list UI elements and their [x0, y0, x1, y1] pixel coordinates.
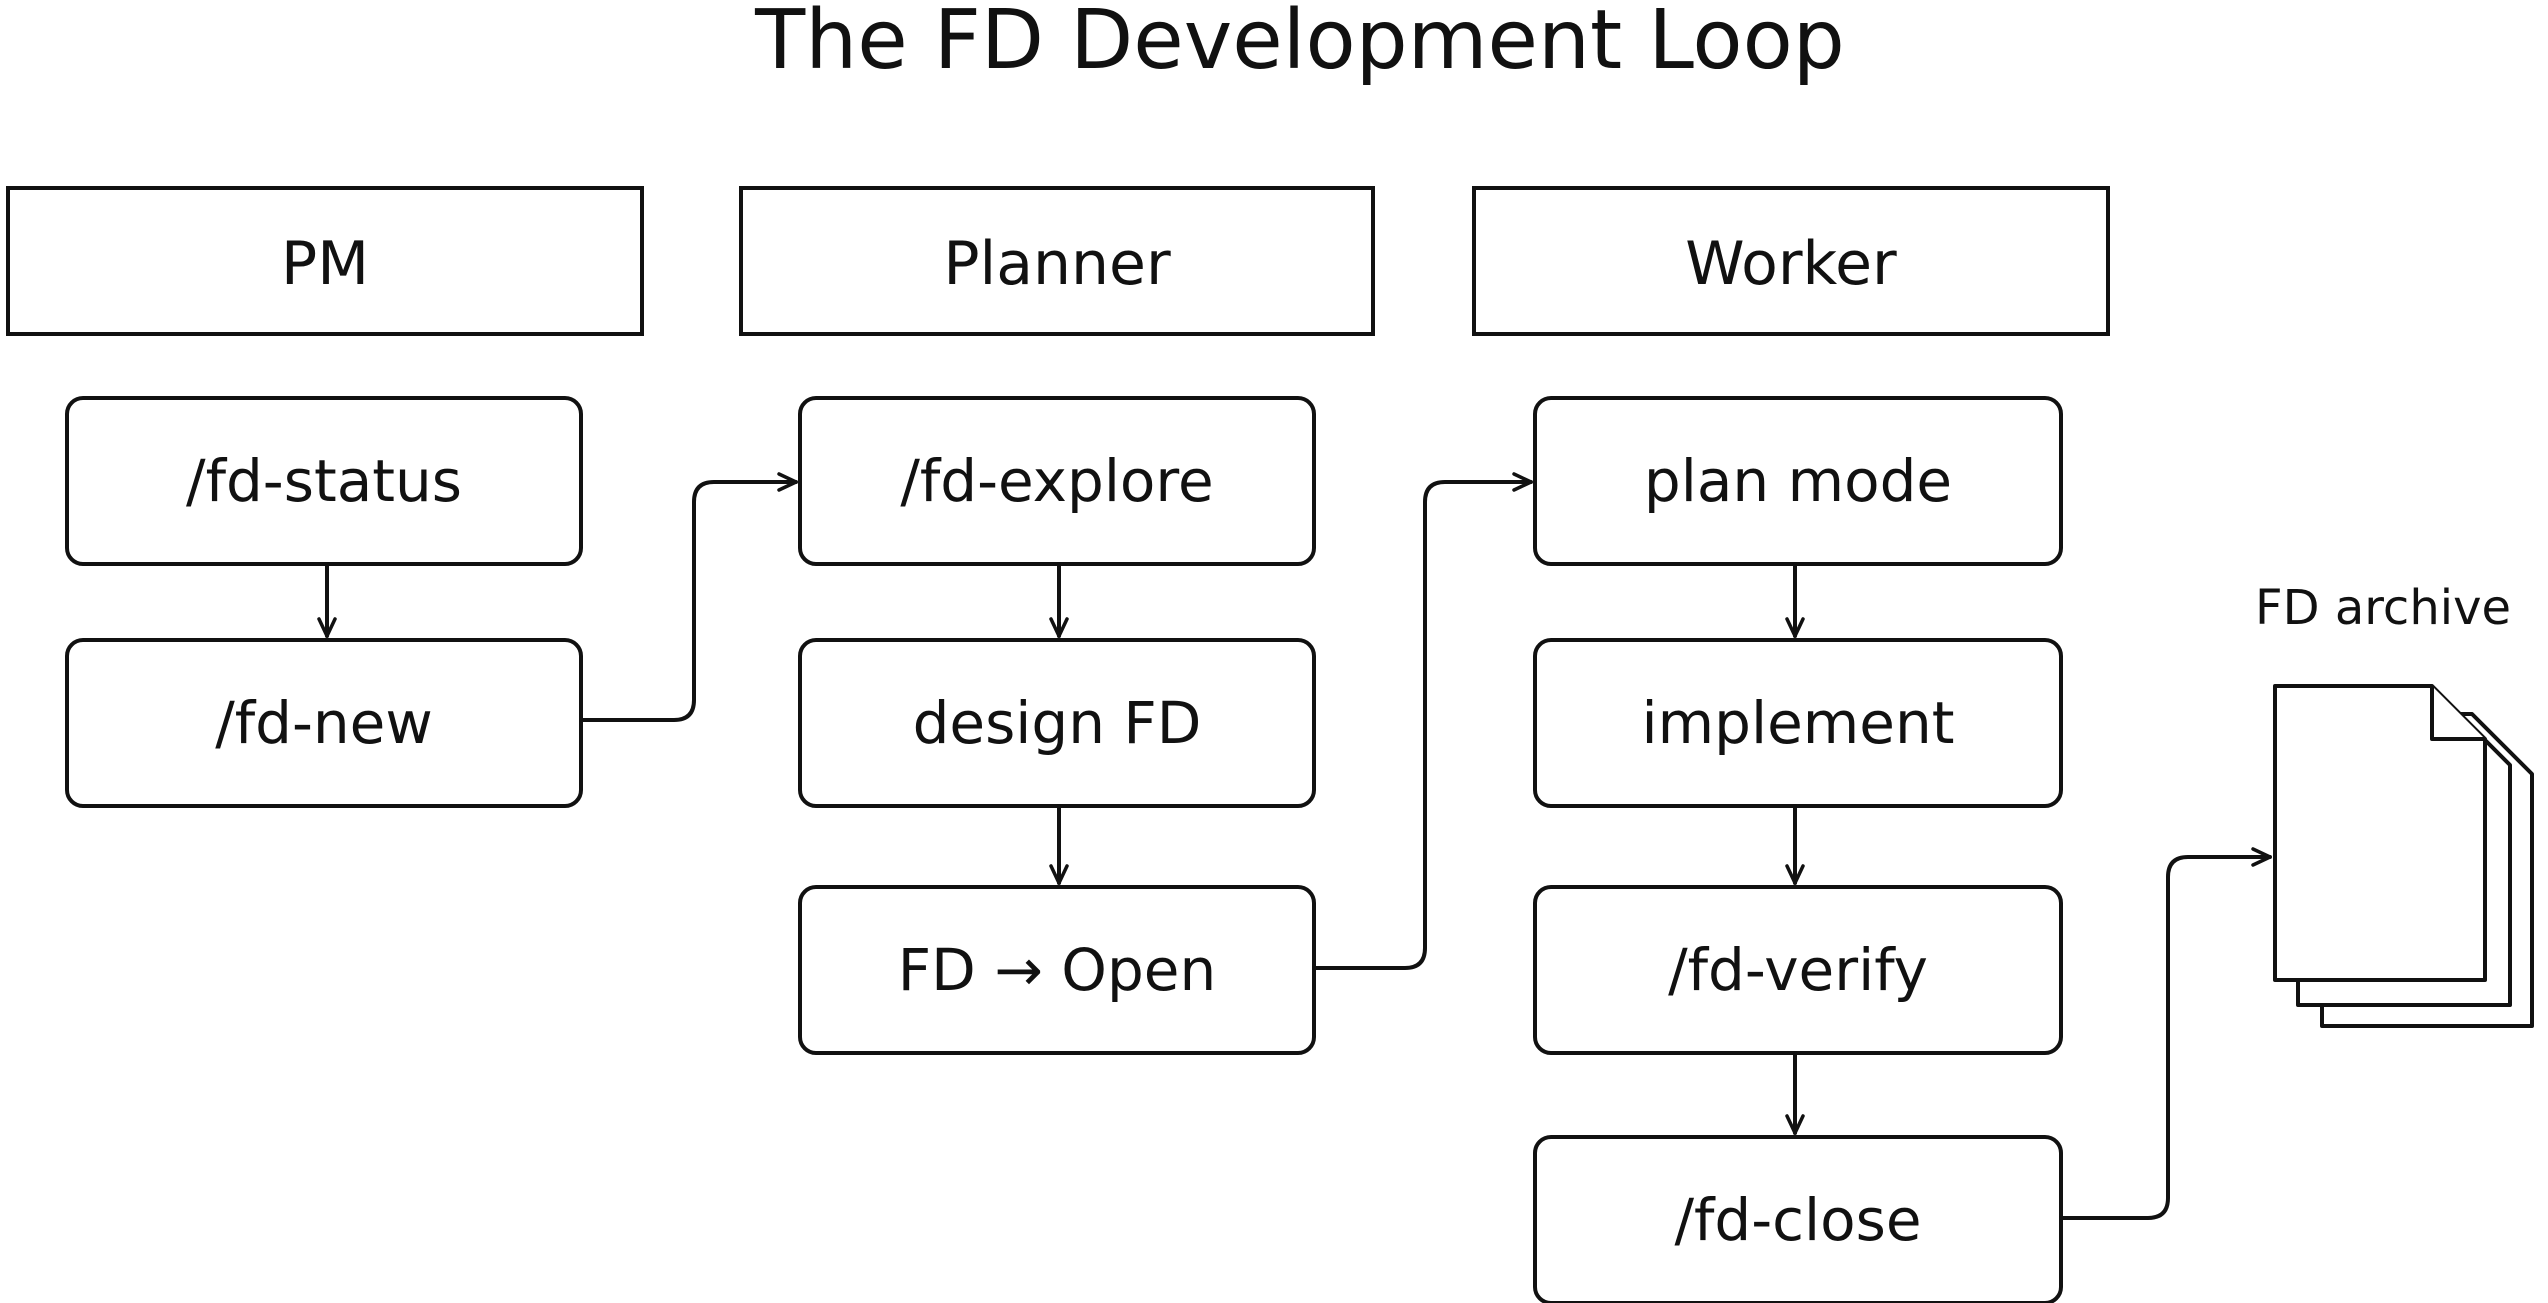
archive-document-front — [2273, 684, 2487, 982]
step-design-fd: design FD — [798, 638, 1316, 808]
stacked-documents-icon — [2273, 684, 2534, 1028]
step-implement: implement — [1533, 638, 2063, 808]
archive-label: FD archive — [2255, 580, 2511, 636]
step-fd-close-label: /fd-close — [1674, 1186, 1921, 1254]
step-fd-verify-label: /fd-verify — [1668, 936, 1928, 1004]
lane-header-worker: Worker — [1472, 186, 2110, 336]
step-design-fd-label: design FD — [913, 689, 1202, 757]
arrow-fd-new-to-fd-explore — [579, 482, 798, 722]
lane-header-planner-label: Planner — [943, 229, 1171, 299]
arrow-fd-open-to-plan-mode — [1312, 482, 1533, 970]
step-fd-open-label: FD → Open — [898, 936, 1216, 1004]
step-fd-explore: /fd-explore — [798, 396, 1316, 566]
step-fd-status-label: /fd-status — [186, 447, 462, 515]
step-plan-mode-label: plan mode — [1644, 447, 1952, 515]
arrow-fd-close-to-archive — [2059, 857, 2272, 1220]
diagram-title: The FD Development Loop — [754, 0, 1845, 88]
step-fd-close: /fd-close — [1533, 1135, 2063, 1303]
lane-header-planner: Planner — [739, 186, 1375, 336]
lane-header-pm: PM — [6, 186, 644, 336]
step-fd-open: FD → Open — [798, 885, 1316, 1055]
step-implement-label: implement — [1642, 689, 1955, 757]
step-fd-status: /fd-status — [65, 396, 583, 566]
step-fd-verify: /fd-verify — [1533, 885, 2063, 1055]
step-fd-new-label: /fd-new — [215, 689, 433, 757]
lane-header-worker-label: Worker — [1685, 229, 1897, 299]
archive-document-front-fold — [2430, 686, 2485, 741]
step-fd-new: /fd-new — [65, 638, 583, 808]
step-plan-mode: plan mode — [1533, 396, 2063, 566]
lane-header-pm-label: PM — [281, 229, 369, 299]
step-fd-explore-label: /fd-explore — [900, 447, 1213, 515]
